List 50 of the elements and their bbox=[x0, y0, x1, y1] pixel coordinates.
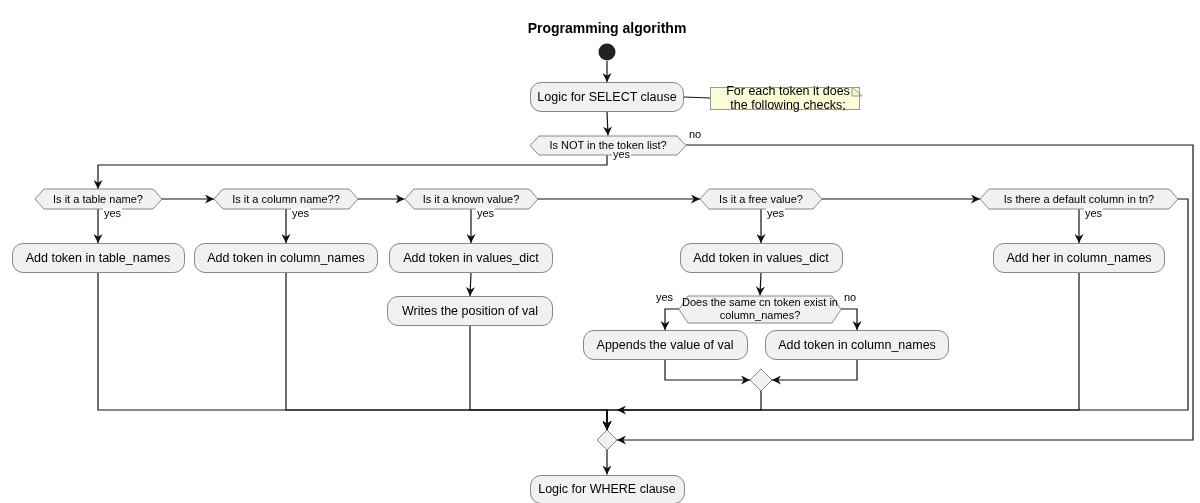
edge-label: yes bbox=[655, 292, 675, 303]
action-box: Add token in table_names bbox=[11, 243, 185, 273]
merge-diamond bbox=[750, 369, 772, 391]
arrow bbox=[602, 272, 1080, 431]
action-box: Add token in values_dict bbox=[389, 243, 553, 273]
action-box: Add token in column_names bbox=[194, 243, 378, 273]
arrow bbox=[603, 111, 613, 137]
arrow bbox=[771, 359, 858, 385]
edge-label: yes bbox=[103, 208, 123, 219]
arrow bbox=[660, 308, 680, 331]
decision-hexagon: Is it a table name? bbox=[34, 189, 162, 209]
arrow bbox=[616, 144, 1194, 445]
action-box: Writes the position of val bbox=[387, 296, 553, 326]
action-box: Add token in values_dict bbox=[679, 243, 843, 273]
arrow bbox=[821, 194, 981, 204]
action-box: Appends the value of val bbox=[582, 330, 748, 360]
arrow bbox=[1074, 208, 1084, 244]
merge-diamond bbox=[597, 430, 617, 450]
arrow bbox=[840, 308, 862, 331]
arrow bbox=[602, 449, 612, 476]
arrow bbox=[465, 272, 475, 297]
action-box: Add her in column_names bbox=[993, 243, 1165, 273]
decision-hexagon: Is it a free value? bbox=[700, 189, 822, 209]
decision-hexagon: Is it a known value? bbox=[404, 189, 538, 209]
arrow bbox=[466, 208, 476, 244]
diagram-title: Programming algorithm bbox=[526, 20, 688, 36]
arrow bbox=[93, 208, 103, 244]
edge-label: yes bbox=[612, 149, 632, 160]
arrow bbox=[664, 359, 751, 385]
decision-hexagon: Does the same cn token exist in column_names? bbox=[679, 295, 841, 323]
action-box: Logic for SELECT clause bbox=[530, 82, 684, 112]
start-node bbox=[598, 43, 616, 61]
edge-label: no bbox=[688, 129, 703, 140]
arrow bbox=[536, 194, 701, 204]
edge-label: yes bbox=[476, 208, 496, 219]
edge-label: no bbox=[843, 292, 858, 303]
edge-label: yes bbox=[291, 208, 311, 219]
decision-hexagon: Is it a column name?? bbox=[214, 189, 358, 209]
action-box: Logic for WHERE clause bbox=[529, 474, 685, 503]
arrow bbox=[755, 272, 765, 297]
decision-hexagon: Is there a default column in tn? bbox=[980, 189, 1178, 209]
edge-label: yes bbox=[1084, 208, 1104, 219]
arrow bbox=[160, 194, 215, 204]
arrow bbox=[93, 153, 608, 190]
action-box: Add token in column_names bbox=[765, 330, 949, 360]
arrow bbox=[756, 208, 766, 244]
arrow bbox=[602, 60, 612, 83]
edge-label: yes bbox=[766, 208, 786, 219]
arrow bbox=[357, 194, 406, 204]
arrow bbox=[281, 208, 291, 244]
